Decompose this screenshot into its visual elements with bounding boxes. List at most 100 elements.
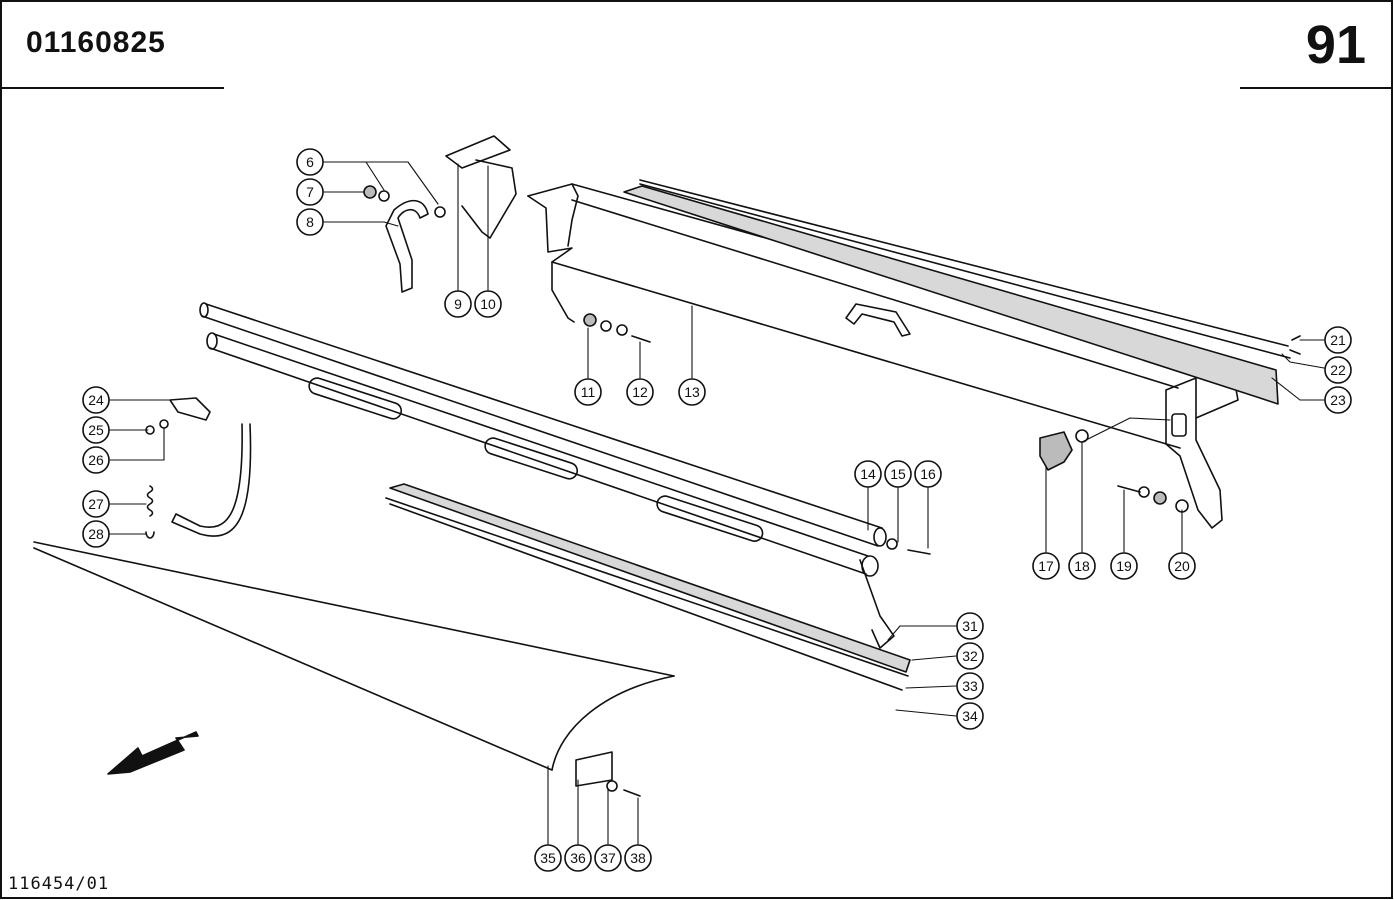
fastener-set [145,185,1301,797]
callout-label: 12 [632,384,648,400]
callout-label: 7 [306,184,314,200]
callout-label: 24 [88,392,104,408]
callout-14: 14 [854,460,882,488]
callout-16: 16 [914,460,942,488]
callout-circle [82,416,110,444]
callout-circle [624,844,652,872]
callout-18: 18 [1068,552,1096,580]
callout-12: 12 [626,378,654,406]
callout-circle [296,148,324,176]
linkage-part [169,397,211,421]
callout-25: 25 [82,416,110,444]
callout-circle [594,844,622,872]
callout-circle [82,490,110,518]
callout-31: 31 [956,612,984,640]
callout-label: 38 [630,850,646,866]
callout-7: 7 [296,178,324,206]
callout-circle [296,208,324,236]
front-bar-part [385,483,911,691]
callout-36: 36 [564,844,592,872]
callout-11: 11 [574,378,602,406]
callout-circle [678,378,706,406]
knob-part [1039,431,1073,471]
callout-label: 14 [860,466,876,482]
callout-circle [914,460,942,488]
callout-circle [1324,326,1352,354]
callout-10: 10 [474,290,502,318]
arrow-left-down-icon [107,731,199,775]
angle-bracket-part [445,135,517,239]
callout-circle [82,386,110,414]
callout-circle [956,672,984,700]
callout-label: 16 [920,466,936,482]
callout-circle [82,446,110,474]
leader-lines [109,161,1325,845]
trough-bracket-part [845,303,911,337]
callout-circle [854,460,882,488]
drawing-reference: 116454/01 [8,874,110,894]
callout-6: 6 [296,148,324,176]
callout-label: 10 [480,296,496,312]
callout-32: 32 [956,642,984,670]
callout-label: 22 [1330,362,1346,378]
callout-23: 23 [1324,386,1352,414]
callout-circle [564,844,592,872]
callout-circle [626,378,654,406]
callout-38: 38 [624,844,652,872]
callout-circle [82,520,110,548]
callout-20: 20 [1168,552,1196,580]
page-number: 91 [1305,15,1366,75]
callout-label: 31 [962,618,978,634]
callout-label: 19 [1116,558,1132,574]
callout-circle [444,290,472,318]
callout-label: 33 [962,678,978,694]
lower-shaft-part [206,332,895,649]
callout-22: 22 [1324,356,1352,384]
callout-9: 9 [444,290,472,318]
hook-part [385,199,429,293]
document-number: 01160825 [26,26,166,59]
shaft-roller-part [308,377,764,542]
callout-circle [534,844,562,872]
callout-circle [1068,552,1096,580]
callout-35: 35 [534,844,562,872]
callout-circle [1032,552,1060,580]
callout-13: 13 [678,378,706,406]
callout-8: 8 [296,208,324,236]
callout-label: 11 [581,384,596,400]
callout-label: 8 [306,214,314,230]
callout-circle [956,702,984,730]
callout-circle [1324,386,1352,414]
callout-label: 28 [88,526,104,542]
callout-label: 15 [890,466,906,482]
callout-label: 9 [454,296,462,312]
callout-circle [956,612,984,640]
callout-circle [296,178,324,206]
handle-bar-part [171,423,252,537]
callout-label: 23 [1330,392,1346,408]
cover-panel-part [33,541,675,771]
callout-circle [956,642,984,670]
callout-label: 26 [88,452,104,468]
callout-33: 33 [956,672,984,700]
callout-group: 6 7 8 9 10 11 12 13 14 15 16 17 18 19 20 21 22 23 24 25 26 27… [82,148,1352,872]
callout-21: 21 [1324,326,1352,354]
callout-circle [574,378,602,406]
callout-label: 35 [540,850,556,866]
callout-label: 6 [306,154,314,170]
callout-label: 13 [684,384,700,400]
callout-26: 26 [82,446,110,474]
callout-label: 36 [570,850,586,866]
callout-17: 17 [1032,552,1060,580]
callout-label: 34 [962,708,978,724]
callout-circle [474,290,502,318]
spring-part [145,485,155,539]
callout-15: 15 [884,460,912,488]
callout-label: 20 [1174,558,1190,574]
callout-label: 21 [1330,332,1346,348]
callout-circle [1324,356,1352,384]
callout-27: 27 [82,490,110,518]
upper-shaft-part [199,302,887,547]
